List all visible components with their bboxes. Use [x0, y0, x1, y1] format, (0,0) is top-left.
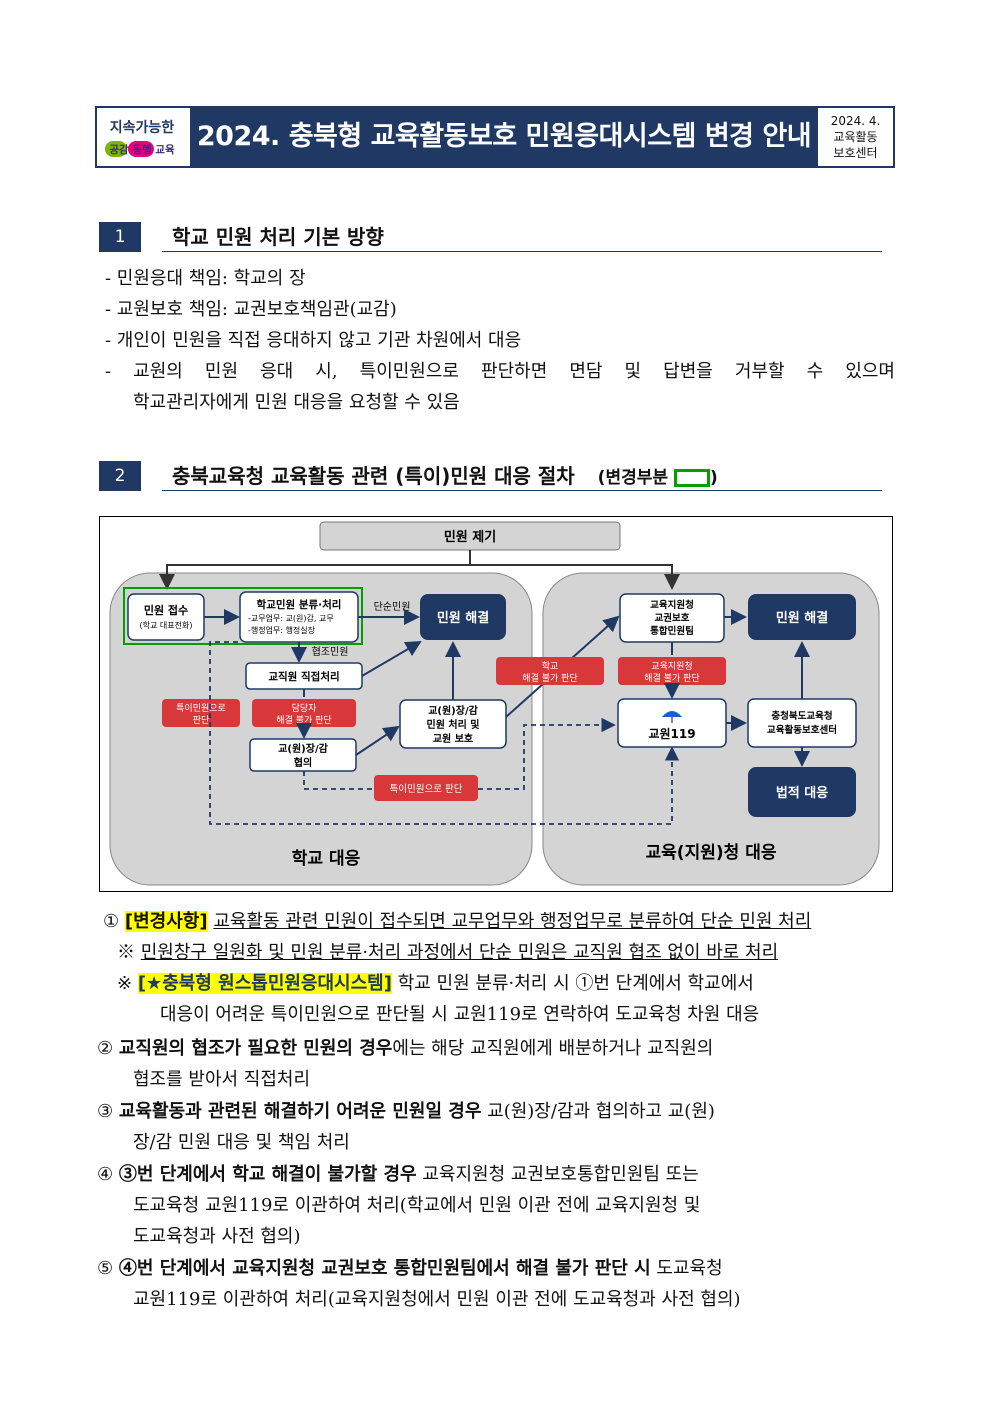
resolve-school-box [420, 594, 506, 640]
change-legend: (변경부분 ) [597, 468, 718, 488]
flow-diagram: 민원 제기 민원 접수 (학교 대표전화) 학교민원 분류·처리 -교무업무: … [99, 516, 893, 892]
legal-box [748, 767, 856, 817]
svg-text:해결 불가 판단: 해결 불가 판단 [522, 673, 577, 684]
note-4-cont1: 도교육청 교원119로 이관하여 처리(학교에서 민원 이관 전에 교육지원청 … [133, 1195, 701, 1216]
svg-text:협의: 협의 [294, 756, 312, 769]
header-frame [95, 106, 895, 168]
svg-text:민원 접수: 민원 접수 [144, 603, 188, 617]
school-region-label: 학교 대응 [292, 849, 361, 869]
note-5-cont: 교원119로 이관하여 처리(교육지원청에서 민원 이관 전에 도교육청과 사전… [133, 1289, 741, 1310]
svg-text:법적 대응: 법적 대응 [776, 785, 828, 801]
svg-text:협조민원: 협조민원 [312, 645, 349, 658]
note-2-cont: 협조를 받아서 직접처리 [133, 1069, 311, 1090]
svg-text:교직원 직접처리: 교직원 직접처리 [268, 670, 339, 683]
header-date: 2024. 4. [830, 114, 881, 128]
svg-text:민원 해결: 민원 해결 [776, 610, 828, 626]
svg-text:학교: 학교 [542, 661, 559, 672]
svg-text:특이민원으로 판단: 특이민원으로 판단 [390, 784, 463, 795]
svg-text:학교민원 분류·처리: 학교민원 분류·처리 [257, 598, 342, 611]
school-region [109, 572, 533, 886]
support-fail-tag [618, 657, 726, 685]
note-3: ③ 교육활동과 관련된 해결하기 어려운 민원일 경우 교(원)장/감과 협의하… [97, 1101, 715, 1122]
section2-title-text: 충북교육청 교육활동 관련 (특이)민원 대응 절차 [172, 464, 575, 488]
note-4: ④ ③번 단계에서 학교 해결이 불가할 경우 교육지원청 교권보호통합민원팀 … [97, 1164, 699, 1185]
section1-number: 1 [99, 222, 141, 252]
svg-text:특이민원으로: 특이민원으로 [176, 703, 226, 714]
note-1a: ※ 민원창구 일원화 및 민원 분류·처리 과정에서 단순 민원은 교직원 협조… [117, 942, 779, 963]
header-org-line1: 교육활동 [833, 130, 878, 144]
svg-text:교원 보호: 교원 보호 [433, 732, 473, 745]
svg-text:통합민원팀: 통합민원팀 [650, 625, 694, 637]
section2-title: 충북교육청 교육활동 관련 (특이)민원 대응 절차 (변경부분 ) [162, 461, 882, 491]
svg-text:교(원)장/감: 교(원)장/감 [278, 742, 328, 755]
s1-item-4-cont: 학교관리자에게 민원 대응을 요청할 수 있음 [133, 392, 460, 413]
note-1: ① [변경사항] 교육활동 관련 민원이 접수되면 교무업무와 행정업무로 분류… [103, 911, 812, 932]
svg-text:(학교 대표전화): (학교 대표전화) [140, 620, 193, 630]
svg-text:민원 처리 및: 민원 처리 및 [427, 718, 480, 731]
svg-text:민원 해결: 민원 해결 [437, 610, 489, 626]
s1-item-3: - 개인이 민원을 직접 응대하지 않고 기관 차원에서 대응 [105, 330, 522, 351]
note-2: ② 교직원의 협조가 필요한 민원의 경우에는 해당 교직원에게 배분하거나 교… [97, 1038, 714, 1059]
svg-text:교원119: 교원119 [648, 727, 695, 741]
svg-text:해결 불가 판단: 해결 불가 판단 [276, 715, 331, 726]
svg-text:단순민원: 단순민원 [374, 601, 411, 613]
svg-text:교육활동보호센터: 교육활동보호센터 [767, 724, 837, 736]
owner-fail-tag [252, 699, 356, 727]
logo: 지속가능한 공감 동행 교육 [97, 108, 187, 166]
s1-item-4: - 교원의 민원 응대 시, 특이민원으로 판단하면 면담 및 답변을 거부할 … [105, 361, 895, 382]
protection-center-box [747, 698, 857, 748]
svg-text:판단: 판단 [193, 715, 210, 726]
svg-text:담당자: 담당자 [292, 702, 318, 714]
svg-text:해결 불가 판단: 해결 불가 판단 [644, 673, 699, 684]
header-org-line2: 보호센터 [833, 146, 878, 160]
s1-item-2: - 교원보호 책임: 교권보호책임관(교감) [105, 299, 397, 320]
office-region-label: 교육(지원)청 대응 [646, 842, 777, 863]
page-title: 2024. 충북형 교육활동보호 민원응대시스템 변경 안내 [190, 108, 818, 166]
note-1b-tag: [★충북형 원스톱민원응대시스템] [137, 973, 392, 994]
reception-box [127, 593, 205, 641]
school-fail-tag [496, 657, 604, 685]
logo-line1: 지속가능한 [110, 120, 175, 136]
svg-text:교육지원청: 교육지원청 [651, 661, 692, 672]
special-left-tag [162, 699, 240, 727]
svg-text:충청북도교육청: 충청북도교육청 [771, 710, 832, 722]
svg-text:-행정업무: 행정실장: -행정업무: 행정실장 [248, 625, 316, 635]
logo-line2: 공감 동행 교육 [109, 143, 175, 156]
s1-item-1: - 민원응대 책임: 학교의 장 [105, 268, 306, 289]
resolve-office-box [748, 594, 856, 640]
svg-text:-교무업무: 교(원)감, 교무: -교무업무: 교(원)감, 교무 [248, 613, 334, 623]
note-5: ⑤ ④번 단계에서 교육지원청 교권보호 통합민원팀에서 해결 불가 판단 시 … [97, 1258, 723, 1279]
umbrella-icon [662, 711, 682, 723]
note-1b: ※ [★충북형 원스톱민원응대시스템] 학교 민원 분류·처리 시 ①번 단계에… [117, 973, 754, 994]
section1-title-text: 학교 민원 처리 기본 방향 [172, 225, 384, 249]
change-legend-swatch [673, 469, 710, 487]
note-4-cont2: 도교육청과 사전 협의) [133, 1226, 301, 1247]
note-1b-cont: 대응이 어려운 특이민원으로 판단될 시 교원119로 연락하여 도교육청 차원… [160, 1004, 760, 1025]
svg-text:교육지원청: 교육지원청 [650, 599, 694, 611]
svg-text:교권보호: 교권보호 [655, 612, 690, 624]
note-3-cont: 장/감 민원 대응 및 책임 처리 [133, 1132, 350, 1153]
section2-number: 2 [99, 461, 141, 491]
complaint-label: 민원 제기 [444, 529, 496, 545]
section1-title: 학교 민원 처리 기본 방향 [162, 222, 882, 252]
special-judge-tag [374, 775, 478, 801]
svg-text:교(원)장/감: 교(원)장/감 [428, 704, 478, 717]
header-date-block: 2024. 4. 교육활동 보호센터 [818, 108, 893, 166]
note-1-tag: [변경사항] [124, 911, 208, 932]
